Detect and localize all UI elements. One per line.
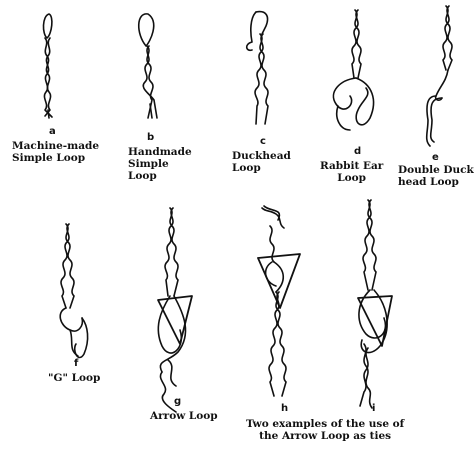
- caption-arrow-loop-as-ties: Two examples of the use of the Arrow Loo…: [246, 418, 404, 442]
- figure-letter-f: f: [74, 358, 78, 369]
- figure-letter-h: h: [281, 403, 288, 414]
- caption-g-loop: "G" Loop: [48, 372, 100, 384]
- double-duckhead-loop-drawing: [427, 6, 452, 146]
- machine-made-simple-loop-drawing: [43, 14, 52, 118]
- duckhead-loop-drawing: [247, 12, 268, 124]
- caption-handmade-simple-loop: Handmade Simple Loop: [128, 146, 192, 182]
- figure-letter-d: d: [354, 146, 361, 157]
- figure-letter-g: g: [174, 396, 181, 407]
- arrow-loop-drawing: [158, 208, 192, 412]
- caption-rabbit-ear-loop: Rabbit Ear Loop: [320, 160, 383, 184]
- figure-letter-a: a: [49, 126, 56, 137]
- arrow-loop-tie-i-drawing: [358, 200, 392, 408]
- caption-duckhead-loop: Duckhead Loop: [232, 150, 291, 174]
- arrow-loop-tie-h-drawing: [258, 206, 300, 396]
- g-loop-drawing: [60, 224, 87, 358]
- caption-arrow-loop: Arrow Loop: [150, 410, 218, 422]
- caption-machine-made-simple-loop: Machine-made Simple Loop: [12, 140, 99, 164]
- caption-double-duckhead-loop: Double Duck- head Loop: [398, 164, 474, 188]
- figure-letter-i: i: [372, 403, 375, 414]
- figure-letter-b: b: [147, 132, 154, 143]
- handmade-simple-loop-drawing: [139, 14, 157, 118]
- figure-letter-e: e: [432, 152, 439, 163]
- rabbit-ear-loop-drawing: [333, 10, 373, 130]
- figure-letter-c: c: [260, 136, 266, 147]
